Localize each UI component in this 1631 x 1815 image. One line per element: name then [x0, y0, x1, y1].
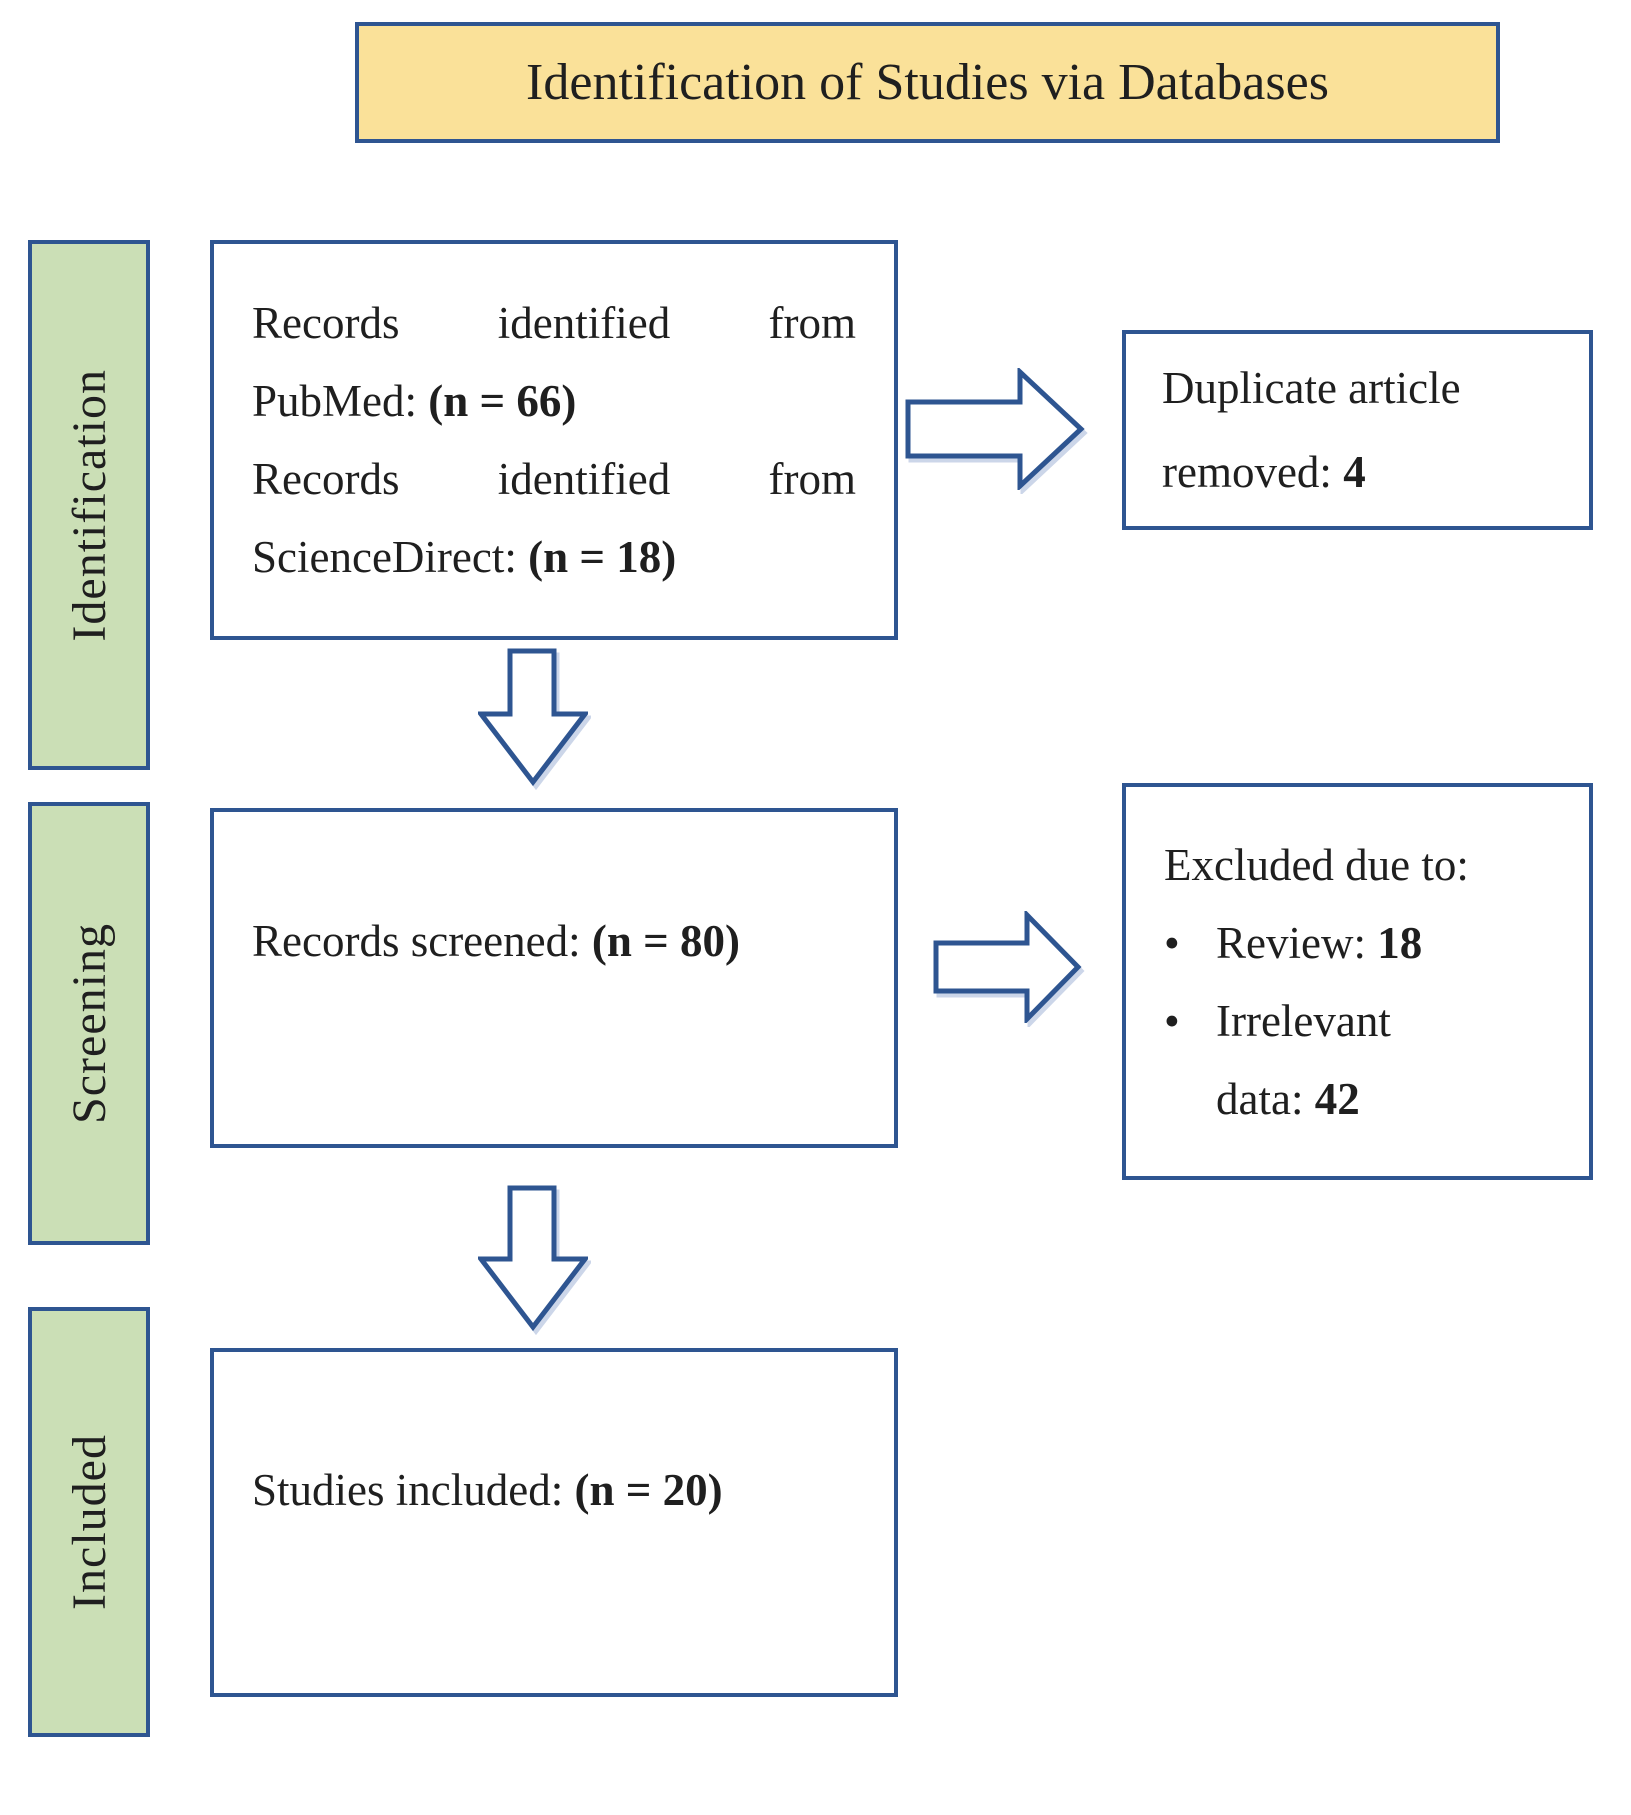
review-count: 18	[1377, 917, 1423, 968]
duplicates-removed-box: Duplicate article removed: 4	[1122, 330, 1593, 530]
records-identified-line3: Records identified from	[252, 454, 856, 504]
records-identified-line2: PubMed: (n = 66)	[252, 362, 856, 440]
excluded-box: Excluded due to: • Review: 18 • Irreleva…	[1122, 783, 1593, 1180]
sciencedirect-count: (n = 18)	[528, 532, 677, 582]
pubmed-count: (n = 66)	[428, 376, 577, 426]
excluded-heading: Excluded due to:	[1164, 839, 1469, 890]
stage-label-included: Included	[28, 1307, 150, 1737]
duplicates-label: removed:	[1162, 447, 1344, 497]
studies-included-box: Studies included: (n = 20)	[210, 1348, 898, 1697]
duplicates-count: 4	[1343, 447, 1366, 497]
irrelevant-data-label: data:	[1216, 1073, 1315, 1124]
records-identified-line4: ScienceDirect: (n = 18)	[252, 518, 856, 596]
stage-label-screening: Screening	[28, 802, 150, 1245]
sciencedirect-label: ScienceDirect:	[252, 532, 529, 582]
records-identified-box: Records identified from PubMed: (n = 66)…	[210, 240, 898, 640]
excluded-bullet-review: • Review: 18	[1164, 904, 1551, 982]
review-label: Review:	[1216, 917, 1378, 968]
studies-included-label: Studies included:	[252, 1465, 575, 1515]
irrelevant-count: 42	[1314, 1073, 1360, 1124]
records-identified-line1: Records identified from	[252, 298, 856, 348]
right-arrow-icon	[933, 911, 1082, 1023]
studies-included-line: Studies included: (n = 20)	[252, 1464, 723, 1516]
bullet-icon: •	[1164, 917, 1180, 968]
down-arrow-icon	[478, 1185, 588, 1332]
duplicates-line1: Duplicate article	[1162, 363, 1461, 413]
studies-included-count: (n = 20)	[574, 1465, 723, 1515]
records-screened-label: Records screened:	[252, 915, 592, 966]
stage-label-identification-text: Identification	[62, 368, 116, 642]
irrelevant-word: Irrelevant	[1216, 995, 1391, 1046]
title-box: Identification of Studies via Databases	[355, 22, 1500, 143]
excluded-irrelevant-line: Irrelevant data: 42	[1216, 982, 1551, 1138]
bullet-icon: •	[1164, 995, 1180, 1046]
down-arrow-icon	[478, 648, 588, 787]
excluded-bullet-irrelevant: • Irrelevant data: 42	[1164, 982, 1551, 1138]
records-screened-box: Records screened: (n = 80)	[210, 808, 898, 1148]
diagram-title: Identification of Studies via Databases	[526, 54, 1329, 111]
stage-label-included-text: Included	[62, 1434, 116, 1610]
excluded-review-line: Review: 18	[1216, 904, 1551, 982]
records-screened-count: (n = 80)	[591, 915, 740, 966]
right-arrow-icon	[905, 368, 1085, 490]
duplicates-line2: removed: 4	[1162, 430, 1553, 514]
stage-label-screening-text: Screening	[62, 923, 116, 1124]
records-screened-line: Records screened: (n = 80)	[252, 915, 740, 967]
pubmed-label: PubMed:	[252, 376, 429, 426]
stage-label-identification: Identification	[28, 240, 150, 770]
